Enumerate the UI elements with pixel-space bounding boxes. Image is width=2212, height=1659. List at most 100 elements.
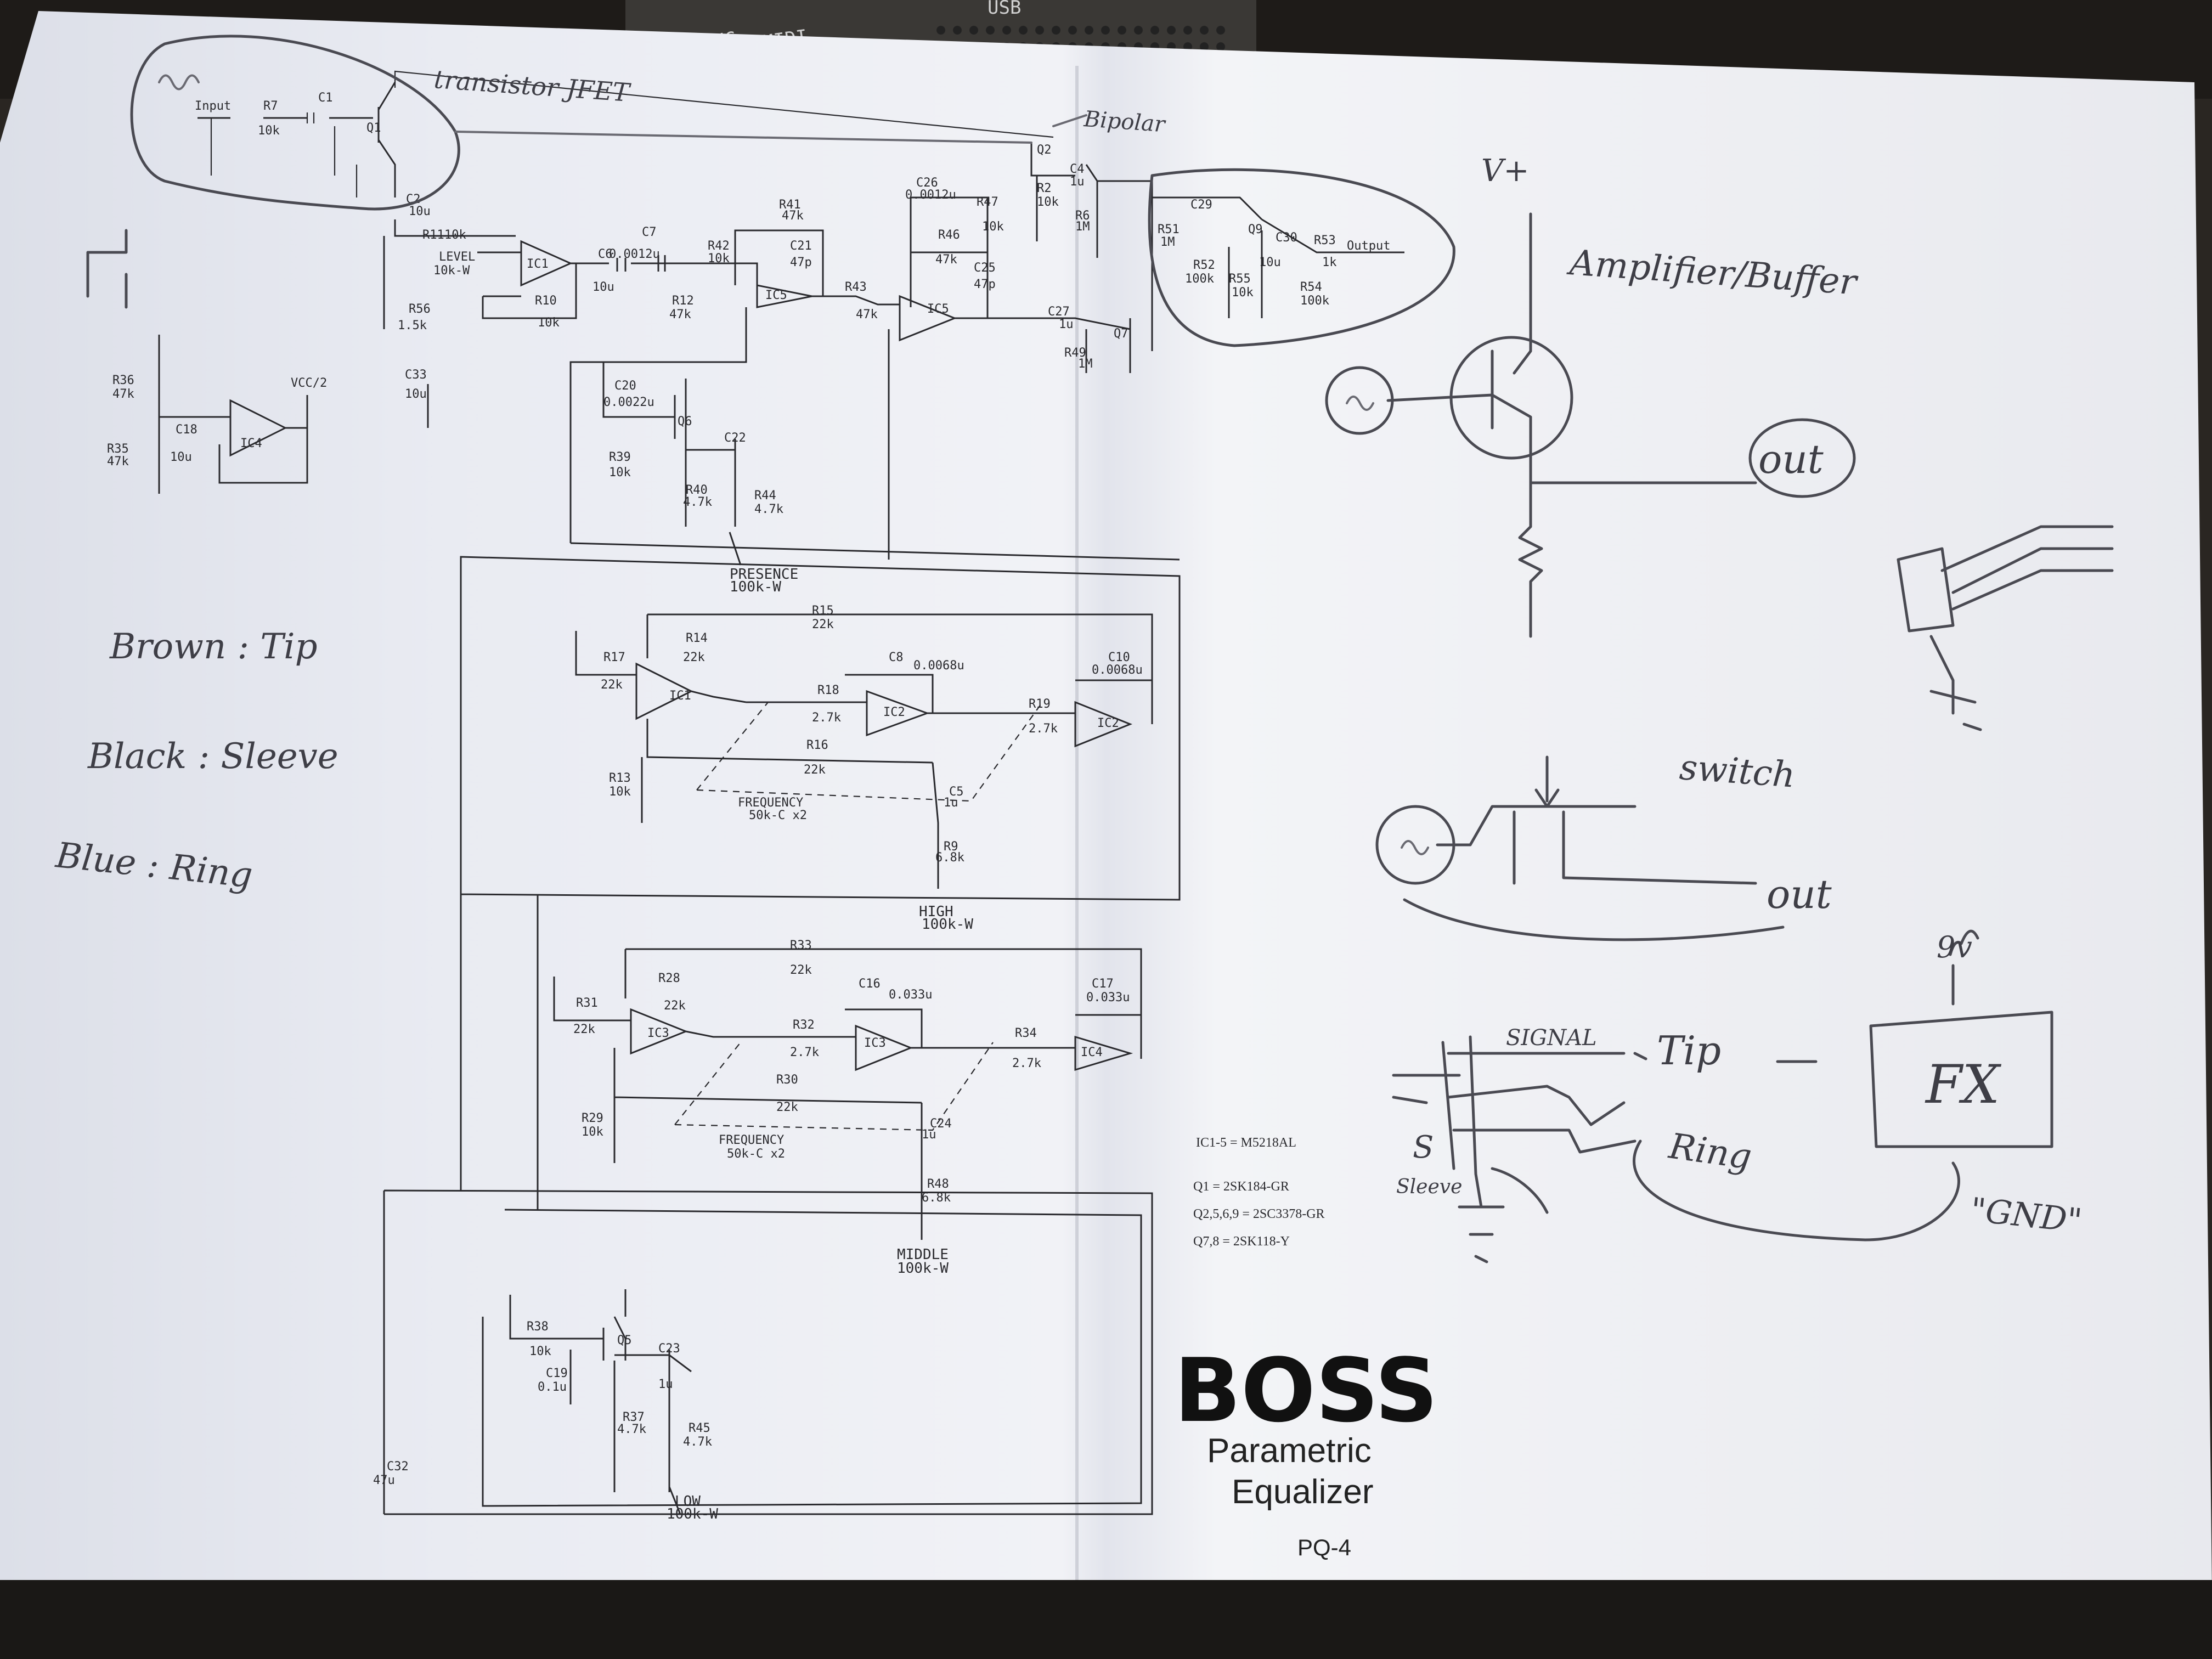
ic5-b-label: IC5 bbox=[927, 302, 949, 316]
table-edge bbox=[0, 1580, 2212, 1659]
r53-label: R53 bbox=[1314, 234, 1336, 247]
low-label: LOW bbox=[675, 1493, 701, 1510]
middle-label: MIDDLE bbox=[897, 1246, 949, 1263]
r51-label: R51 bbox=[1158, 223, 1180, 236]
r13-label: R13 bbox=[609, 771, 631, 785]
r40-label: R40 bbox=[686, 483, 708, 497]
note-out-1: out bbox=[1758, 436, 1824, 482]
note-sleeve: Sleeve bbox=[1396, 1176, 1462, 1198]
note-sleeve-s: S bbox=[1413, 1130, 1434, 1165]
high-band: R15 22k R14 22k R17 22k IC1 R18 2.7k C8 … bbox=[575, 604, 1153, 933]
r47-value: 10k bbox=[982, 220, 1004, 234]
r56-label: R56 bbox=[409, 302, 431, 316]
c22-label: C22 bbox=[724, 431, 746, 445]
c2-value: 10u bbox=[409, 205, 431, 218]
note-gnd: "GND" bbox=[1968, 1190, 2084, 1240]
c33-label: C33 bbox=[405, 368, 427, 382]
r38-label: R38 bbox=[527, 1320, 549, 1334]
r30-value: 22k bbox=[776, 1101, 798, 1114]
r18-label: R18 bbox=[817, 684, 839, 697]
low-value: 100k-W bbox=[667, 1506, 718, 1522]
c19-value: 0.1u bbox=[538, 1380, 567, 1394]
r53-value: 1k bbox=[1322, 256, 1337, 269]
note-signal: SIGNAL bbox=[1506, 1025, 1597, 1051]
r36-label: R36 bbox=[112, 374, 134, 387]
r47-label: R47 bbox=[977, 195, 998, 209]
c21-label: C21 bbox=[790, 239, 812, 253]
r14-value: 22k bbox=[683, 651, 705, 664]
r41-value: 47k bbox=[782, 209, 804, 223]
r52-value: 100k bbox=[1185, 272, 1214, 286]
note-vplus: V+ bbox=[1481, 153, 1529, 189]
r55-label: R55 bbox=[1229, 272, 1251, 286]
r29-label: R29 bbox=[582, 1111, 603, 1125]
r7-label: R7 bbox=[263, 99, 278, 113]
r14-label: R14 bbox=[686, 631, 708, 645]
r34-value: 2.7k bbox=[1012, 1057, 1041, 1070]
ic5-a-label: IC5 bbox=[765, 289, 787, 302]
q9-label: Q9 bbox=[1248, 223, 1263, 236]
r41-label: R41 bbox=[779, 198, 801, 212]
output-stage: Q2 R2 10k C4 1u R6 1M C27 1u Q7 R49 1M R… bbox=[1009, 143, 1404, 373]
c16-label: C16 bbox=[859, 977, 881, 991]
c27-value: 1u bbox=[1059, 318, 1074, 331]
ic2-b-label: IC2 bbox=[1097, 716, 1119, 730]
q1-label: Q1 bbox=[366, 121, 381, 135]
c7-value: 0.0012u bbox=[609, 247, 660, 261]
r43-value: 47k bbox=[856, 308, 878, 321]
r17-value: 22k bbox=[601, 678, 623, 692]
c25-value: 47p bbox=[974, 278, 996, 291]
c23-value: 1u bbox=[658, 1378, 673, 1391]
note-tip: Tip bbox=[1657, 1028, 1721, 1074]
c7-label: C7 bbox=[642, 225, 657, 239]
c24-value: 1u bbox=[922, 1128, 936, 1142]
presence-value: 100k-W bbox=[730, 579, 781, 595]
middle-band: R33 22k R28 22k R31 22k IC3 R32 2.7k C16… bbox=[553, 939, 1142, 1277]
parts-ic: IC1-5 = M5218AL bbox=[1196, 1136, 1296, 1150]
r32-label: R32 bbox=[793, 1018, 815, 1032]
parts-q2569: Q2,5,6,9 = 2SC3378-GR bbox=[1193, 1207, 1325, 1221]
r51-value: 1M bbox=[1160, 235, 1175, 249]
input-label: Input bbox=[195, 99, 231, 113]
r37-label: R37 bbox=[623, 1410, 645, 1424]
q6-label: Q6 bbox=[678, 415, 692, 428]
c18-label: C18 bbox=[176, 423, 198, 437]
ic3-a-label: IC3 bbox=[647, 1026, 669, 1040]
freq-mid-label: FREQUENCY bbox=[719, 1133, 784, 1147]
high-label: HIGH bbox=[919, 904, 953, 920]
r13-value: 10k bbox=[609, 785, 631, 799]
c21-value: 47p bbox=[790, 256, 812, 269]
r36-value: 47k bbox=[112, 387, 134, 401]
level-stage: R11 10k LEVEL 10k-W R56 1.5k C33 10u IC1… bbox=[383, 219, 741, 428]
c30-label: C30 bbox=[1276, 231, 1297, 245]
r54-value: 100k bbox=[1300, 294, 1329, 308]
c8-value: 0.0068u bbox=[913, 659, 964, 673]
middle-value: 100k-W bbox=[897, 1260, 949, 1277]
high-value: 100k-W bbox=[922, 916, 973, 933]
c27-label: C27 bbox=[1048, 305, 1070, 319]
pencil-notes: transistor JFET Bipolar Brown : Tip Blac… bbox=[53, 35, 2114, 1263]
r33-value: 22k bbox=[790, 963, 812, 977]
note-bipolar: Bipolar bbox=[1082, 106, 1167, 137]
ic1-top-label: IC1 bbox=[527, 257, 549, 271]
c10-value: 0.0068u bbox=[1092, 663, 1143, 677]
c24-label: C24 bbox=[930, 1117, 952, 1131]
r31-label: R31 bbox=[576, 996, 598, 1010]
r55-value: 10k bbox=[1232, 286, 1254, 300]
paper-fold bbox=[1075, 66, 1079, 1613]
level-label: LEVEL bbox=[439, 250, 475, 264]
note-blue-ring: Blue : Ring bbox=[53, 835, 254, 896]
schematic-sheet bbox=[0, 11, 2212, 1635]
eq-bus bbox=[383, 556, 1181, 1515]
c6-label: C6 bbox=[598, 247, 613, 261]
r49-label: R49 bbox=[1064, 346, 1086, 360]
ic4-b-label: IC4 bbox=[1081, 1046, 1103, 1059]
ic2-a-label: IC2 bbox=[883, 706, 905, 719]
out-circle bbox=[1748, 418, 1856, 498]
r37-value: 4.7k bbox=[617, 1423, 646, 1436]
r17-label: R17 bbox=[603, 651, 625, 664]
model-number: PQ-4 bbox=[1297, 1534, 1351, 1560]
c30-value: 10u bbox=[1259, 256, 1281, 269]
c1-label: C1 bbox=[318, 91, 333, 105]
r54-label: R54 bbox=[1300, 280, 1322, 294]
